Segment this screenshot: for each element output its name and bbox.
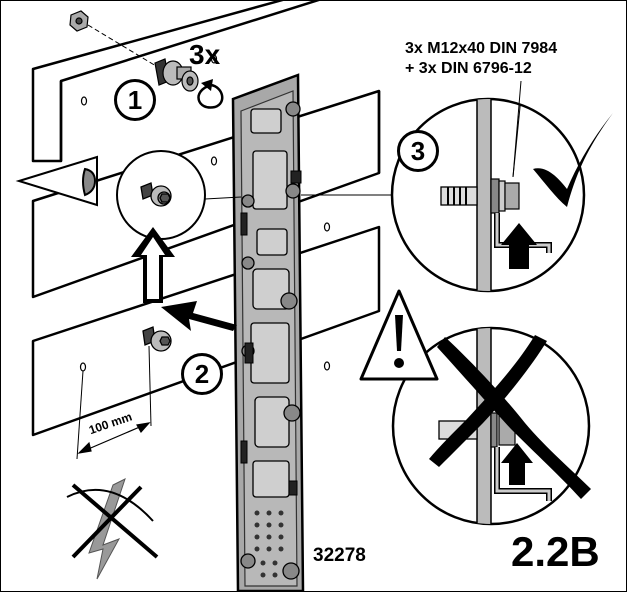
detail-circle-bolt xyxy=(116,150,206,240)
check-mark-icon xyxy=(533,113,613,207)
fastener-spec-line-1: 3x M12x40 DIN 7984 xyxy=(405,40,558,57)
bolt-lower-icon xyxy=(142,326,172,352)
leader-lines xyxy=(76,194,392,460)
quantity-label: 3x xyxy=(189,39,221,70)
detail-circle-correct xyxy=(390,80,586,293)
rail-clips xyxy=(240,170,302,496)
lightning-crossed-icon xyxy=(66,478,159,580)
cross-mark-icon xyxy=(429,335,591,499)
rail-holes xyxy=(254,510,284,578)
fastener-spec-line-2: + 3x DIN 6796-12 xyxy=(405,60,532,77)
step-label: 2.2B xyxy=(511,528,600,575)
assembly-axis xyxy=(87,24,162,70)
washer-icon xyxy=(181,70,199,92)
callout-2: 2 xyxy=(181,353,223,395)
part-code: 32278 xyxy=(313,545,366,566)
callout-1: 1 xyxy=(114,79,156,121)
dimension-line xyxy=(77,422,151,454)
callout-3: 3 xyxy=(397,130,439,172)
rotate-arrow-icon xyxy=(197,83,224,109)
nut-icon xyxy=(69,10,89,32)
rotate-arrow-head xyxy=(201,79,213,91)
warning-icon xyxy=(359,289,439,381)
bolt-icon xyxy=(140,182,172,207)
board-top xyxy=(31,1,320,163)
arrow-right-icon xyxy=(161,301,237,331)
detail-circle-wrong xyxy=(391,326,591,526)
arrow-up-icon xyxy=(131,227,175,303)
view-wedge xyxy=(15,155,98,207)
